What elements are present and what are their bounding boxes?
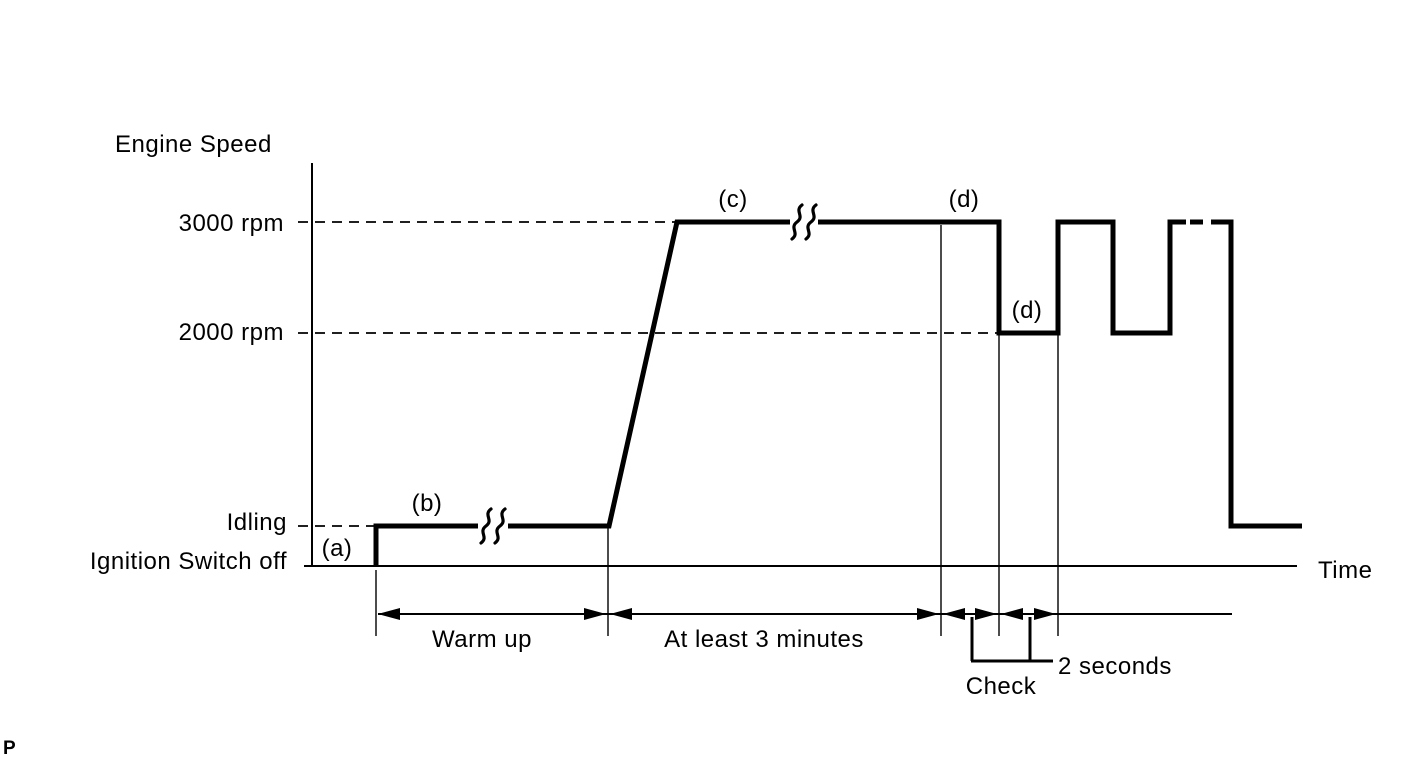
check-bracket (970, 617, 1053, 663)
phase-label-c: (c) (718, 186, 747, 213)
time-break-icon (493, 507, 507, 545)
arrowhead-left-icon (943, 608, 965, 620)
arrowhead-right-icon (584, 608, 606, 620)
annotation-check: Check (966, 673, 1037, 700)
page-corner-mark: P (3, 738, 16, 759)
phase-label-d-top: (d) (949, 186, 980, 213)
arrowhead-right-icon (917, 608, 939, 620)
phase-label-a: (a) (322, 535, 353, 562)
annotation-warm-up: Warm up (432, 626, 532, 653)
tick-label-ignition-off: Ignition Switch off (90, 548, 287, 575)
arrowhead-left-icon (378, 608, 400, 620)
waveform-check-pulses (818, 219, 1186, 336)
arrowhead-left-icon (610, 608, 632, 620)
y-axis-title: Engine Speed (115, 131, 272, 158)
waveform-start-and-idle (373, 523, 478, 567)
time-break-icon (479, 507, 493, 545)
time-break-icon (790, 203, 804, 241)
arrowhead-right-icon (975, 608, 997, 620)
phase-label-b: (b) (412, 490, 443, 517)
waveform-final-drop-to-idle (1224, 219, 1302, 529)
arrowhead-right-icon (1034, 608, 1056, 620)
annotation-3-minutes: At least 3 minutes (664, 626, 864, 653)
tick-label-3000rpm: 3000 rpm (179, 210, 284, 237)
time-break-icon (804, 203, 818, 241)
x-axis-title: Time (1318, 557, 1372, 584)
arrowhead-left-icon (1001, 608, 1023, 620)
tick-label-idling: Idling (227, 509, 287, 536)
annotation-2-seconds: 2 seconds (1058, 653, 1172, 680)
waveform-idle-ramp-3000 (508, 219, 790, 529)
phase-label-d-low: (d) (1012, 297, 1043, 324)
tick-label-2000rpm: 2000 rpm (179, 319, 284, 346)
